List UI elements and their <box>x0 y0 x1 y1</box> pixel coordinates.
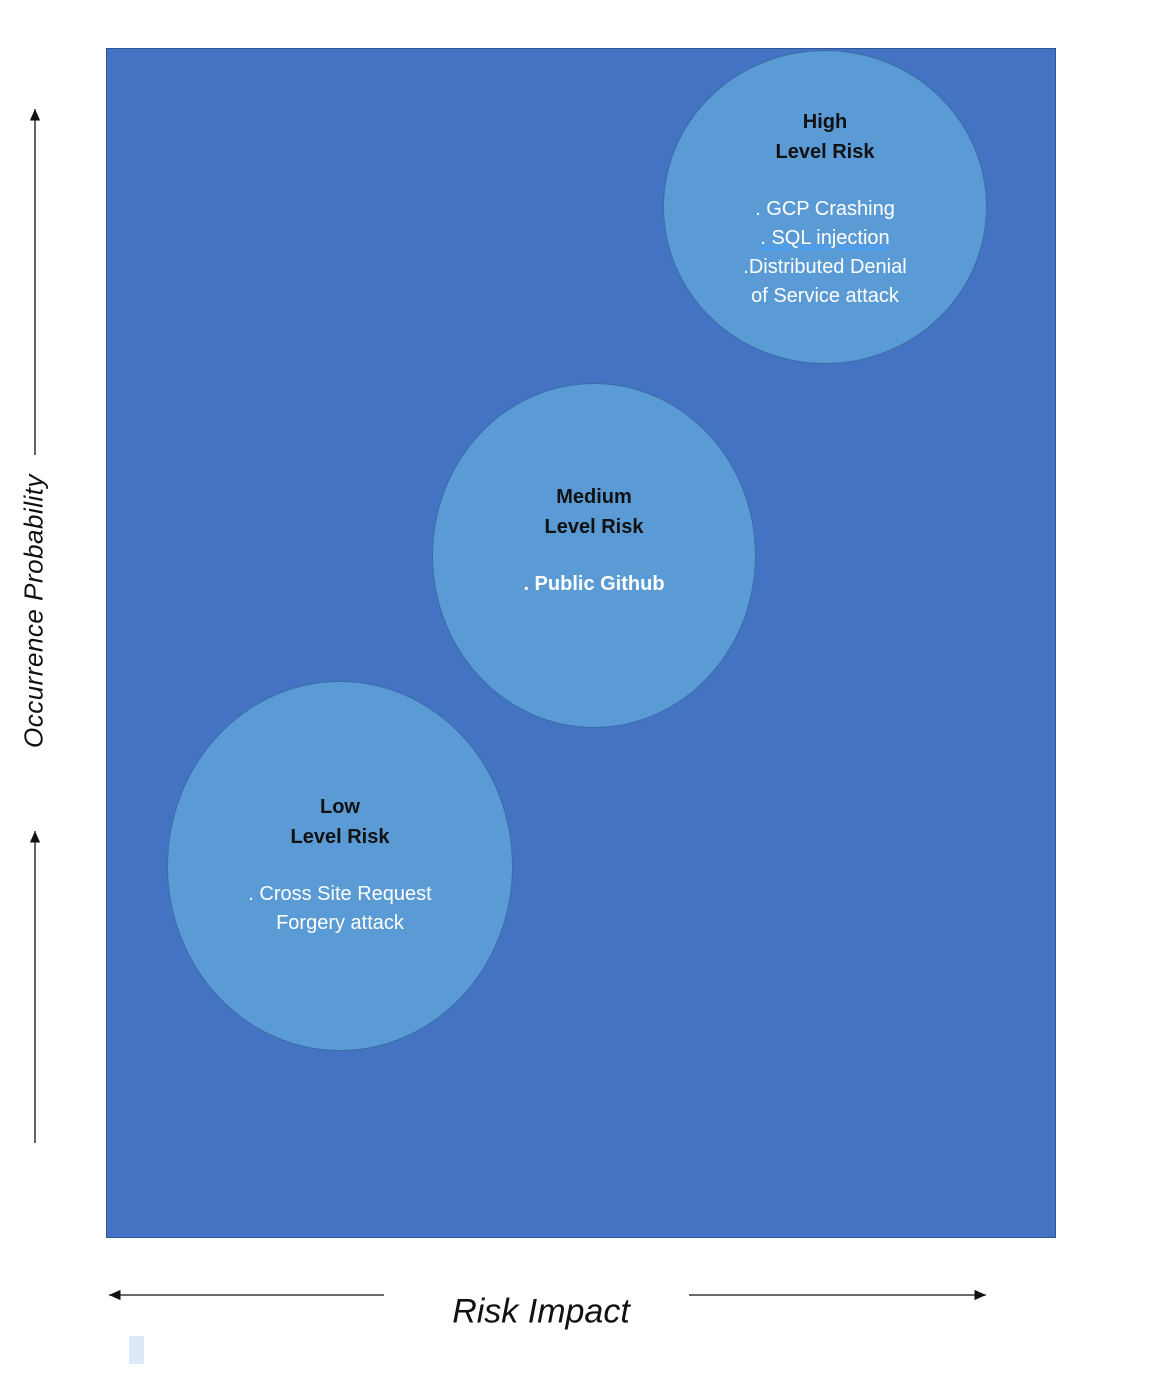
high-risk-item: of Service attack <box>751 285 899 307</box>
high-risk-title-2: Level Risk <box>775 141 875 163</box>
medium-risk-title-2: Level Risk <box>544 516 644 538</box>
medium-risk-title-1: Medium <box>556 486 632 508</box>
y-axis-label: Occurrence Probability <box>18 474 49 748</box>
text-cursor-marker <box>129 1336 144 1364</box>
high-risk-bubble: High Level Risk . GCP Crashing . SQL inj… <box>663 50 987 364</box>
low-risk-item: . Cross Site Request <box>248 883 432 905</box>
low-risk-item: Forgery attack <box>276 912 404 934</box>
high-risk-item: . GCP Crashing <box>755 198 895 220</box>
low-risk-bubble: Low Level Risk . Cross Site Request Forg… <box>167 681 513 1051</box>
x-axis-label: Risk Impact <box>452 1292 630 1331</box>
medium-risk-item: . Public Github <box>523 573 665 595</box>
low-risk-title-2: Level Risk <box>290 826 390 848</box>
high-risk-item: . SQL injection <box>760 227 890 249</box>
medium-risk-bubble: Medium Level Risk . Public Github <box>432 383 756 728</box>
high-risk-item: .Distributed Denial <box>743 256 907 278</box>
low-risk-title-1: Low <box>320 796 360 818</box>
high-risk-title-1: High <box>802 111 848 133</box>
